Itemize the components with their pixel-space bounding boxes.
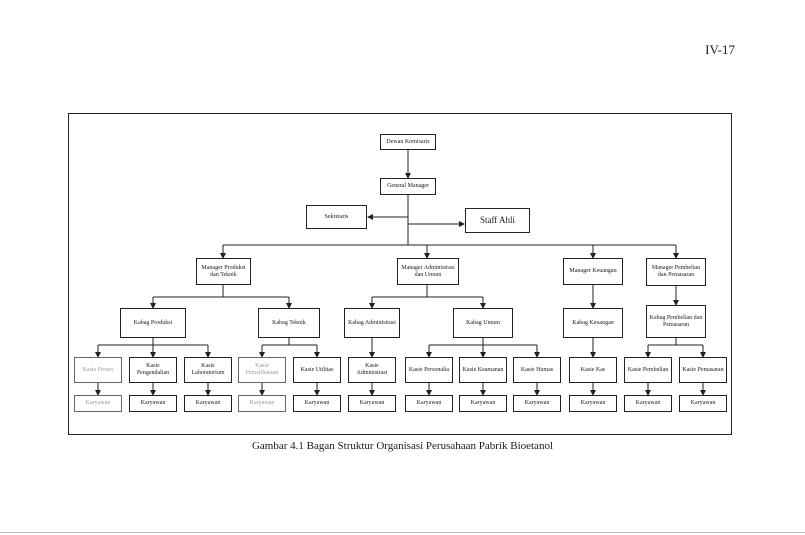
- box-kabag-pembelian-pemasaran: Kabag Pembelian dan Pemasaran: [646, 305, 706, 338]
- box-kasie-administrasi: Kasie Administrasi: [348, 357, 396, 383]
- box-kabag-umum: Kabag Umum: [453, 308, 513, 338]
- box-kasie-personalia: Kasie Personalia: [405, 357, 453, 383]
- box-kasie-laboratorium: Kasie Laboratorium: [184, 357, 232, 383]
- box-kabag-produksi: Kabag Produksi: [120, 308, 186, 338]
- box-sekretaris: Sekretaris: [306, 205, 367, 229]
- box-karyawan-administrasi: Karyawan: [348, 395, 396, 412]
- box-kasie-humas: Kasie Humas: [513, 357, 561, 383]
- box-karyawan-proses: Karyawan: [74, 395, 122, 412]
- figure-caption: Gambar 4.1 Bagan Struktur Organisasi Per…: [251, 440, 553, 452]
- box-general-manager: General Manager: [380, 178, 436, 195]
- box-kasie-kas: Kasie Kas: [569, 357, 617, 383]
- org-chart-frame: [68, 113, 732, 435]
- box-manager-administrasi-umum: Manager Administrasi dan Umum: [397, 258, 459, 285]
- box-karyawan-kas: Karyawan: [569, 395, 617, 412]
- box-manager-keuangan: Manager Keuangan: [563, 258, 623, 285]
- box-kabag-keuangan: Kabag Keuangan: [563, 308, 623, 338]
- page-number: IV-17: [705, 42, 735, 57]
- box-karyawan-laboratorium: Karyawan: [184, 395, 232, 412]
- box-manager-produksi-teknik: Manager Produksi dan Teknik: [196, 258, 251, 285]
- box-kasie-proses: Kasie Proses: [74, 357, 122, 383]
- box-karyawan-pembelian: Karyawan: [624, 395, 672, 412]
- box-kasie-utilitas: Kasie Utilitas: [293, 357, 341, 383]
- page-footer-rule: [0, 532, 805, 533]
- box-kabag-teknik: Kabag Teknik: [258, 308, 320, 338]
- box-karyawan-keamanan: Karyawan: [459, 395, 507, 412]
- box-kasie-pengendalian: Kasie Pengendalian: [129, 357, 177, 383]
- box-karyawan-pemeliharaan: Karyawan: [238, 395, 286, 412]
- box-karyawan-utilitas: Karyawan: [293, 395, 341, 412]
- box-karyawan-pengendalian: Karyawan: [129, 395, 177, 412]
- box-karyawan-pemasaran: Karyawan: [679, 395, 727, 412]
- box-karyawan-personalia: Karyawan: [405, 395, 453, 412]
- box-karyawan-humas: Karyawan: [513, 395, 561, 412]
- box-kasie-pemeliharaan: Kasie Pemeliharaan: [238, 357, 286, 383]
- box-manager-pembelian-pemasaran: Manager Pembelian dan Pemasaran: [646, 258, 706, 286]
- box-kabag-administrasi: Kabag Administrasi: [344, 308, 400, 338]
- box-kasie-pembelian: Kasie Pembelian: [624, 357, 672, 383]
- box-kasie-keamanan: Kasie Keamanan: [459, 357, 507, 383]
- box-staff-ahli: Staff Ahli: [465, 208, 530, 233]
- box-kasie-pemasaran: Kasie Pemasaran: [679, 357, 727, 383]
- box-dewan-komisaris: Dewan Komisaris: [380, 134, 436, 150]
